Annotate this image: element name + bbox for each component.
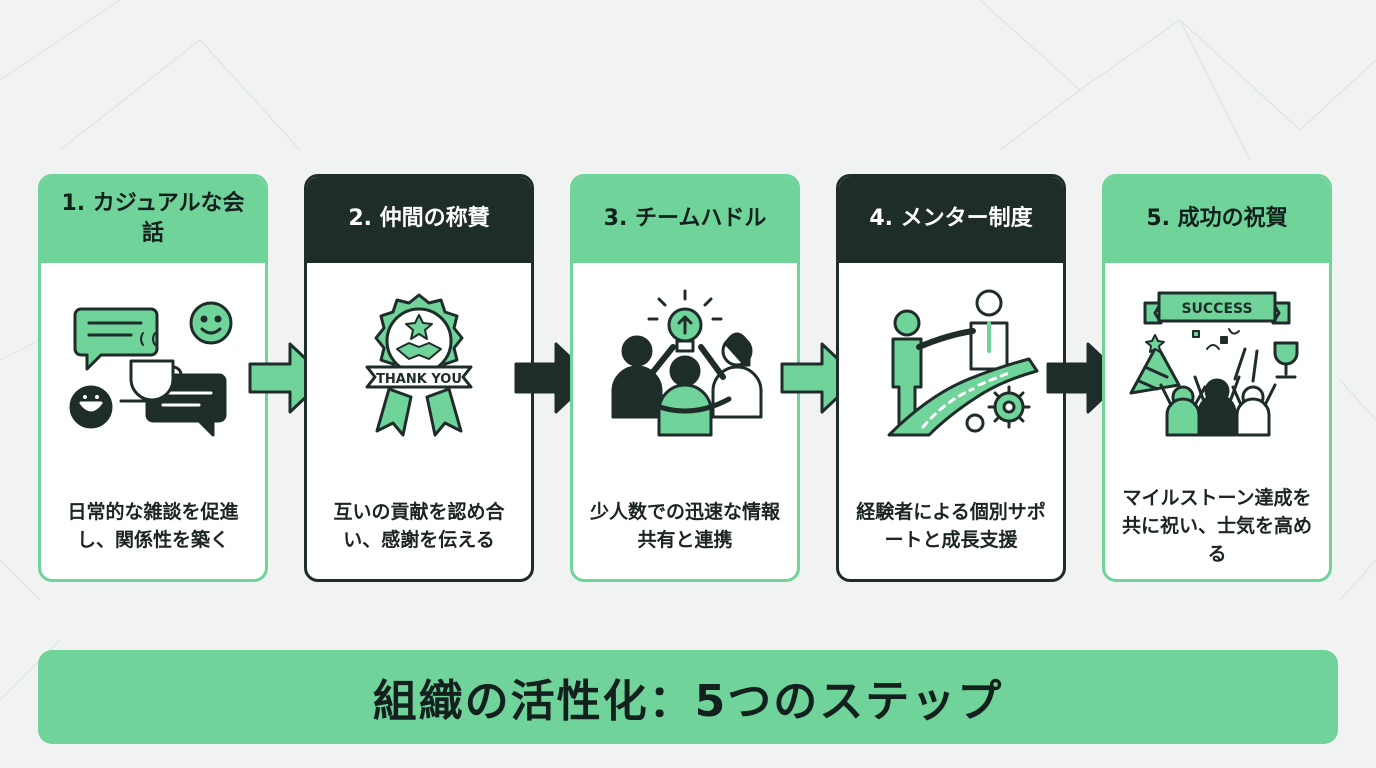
thank-you-badge-icon: THANK YOU [365,293,473,437]
step-card-5: 5. 成功の祝賀 SUCCESS マイルストーン達成を共に祝い、士気を高める [1102,174,1332,582]
step-title: 4. メンター制度 [839,177,1063,263]
step-description: 互いの貢献を認め合い、感謝を伝える [333,501,505,551]
step-description: 経験者による個別サポートと成長支援 [856,501,1046,551]
step-card-1: 1. カジュアルな会話 日常的な雑談を促進し、関係性を築く [38,174,268,582]
celebration-icon: SUCCESS [1129,291,1299,437]
step-card-4: 4. メンター制度 経験者による個別サポートと成長支援 [836,174,1066,582]
step-description: 少人数での迅速な情報共有と連携 [589,501,780,551]
step-title: 1. カジュアルな会話 [41,177,265,263]
step-card-2: 2. 仲間の称賛 THANK YOU 互いの貢献を認め合い、感謝を伝える [304,174,534,582]
banner-text: SUCCESS [1181,301,1252,317]
chat-coffee-icon [69,301,233,437]
badge-text: THANK YOU [376,372,462,387]
step-card-3: 3. チームハドル 少人数での迅速な情報共有と連携 [570,174,800,582]
step-title: 3. チームハドル [573,177,797,263]
step-title: 5. 成功の祝賀 [1105,177,1329,263]
step-description: 日常的な雑談を促進し、関係性を築く [67,501,239,551]
team-huddle-icon [611,289,763,437]
step-description: マイルストーン達成を共に祝い、士気を高める [1121,487,1312,565]
step-title: 2. 仲間の称賛 [307,177,531,263]
footer-title: 組織の活性化：5つのステップ [38,650,1338,744]
mentor-path-icon [887,289,1039,437]
